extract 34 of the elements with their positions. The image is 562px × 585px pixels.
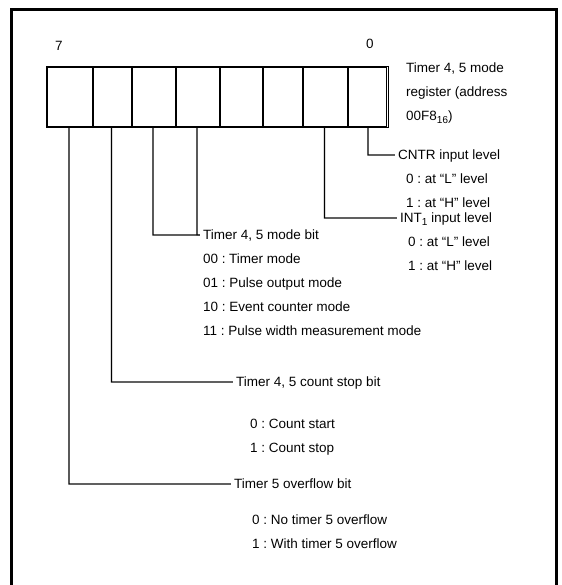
option-text: 01 : Pulse output mode	[203, 274, 342, 292]
field-title: Timer 4, 5 count stop bit	[236, 373, 380, 391]
bit-cell	[176, 67, 220, 127]
option-text: 0 : at “L” level	[408, 233, 490, 251]
option-text: 00 : Timer mode	[203, 250, 301, 268]
field-title: Timer 5 overflow bit	[234, 475, 352, 493]
bit-cell	[132, 67, 176, 127]
field-title: Timer 4, 5 mode bit	[203, 226, 319, 244]
option-text: 1 : at “H” level	[406, 194, 490, 212]
leader-line	[196, 128, 200, 236]
field-title: CNTR input level	[398, 146, 500, 164]
leader-line	[367, 128, 395, 156]
option-text: 10 : Event counter mode	[203, 298, 350, 316]
bit-cell	[348, 67, 387, 127]
leader-line	[110, 128, 233, 383]
bit-cell	[93, 67, 132, 127]
bit-cell	[220, 67, 263, 127]
leader-line	[324, 128, 397, 219]
field-title: INT$_{1}$ input level	[400, 209, 492, 230]
bit-cell	[263, 67, 303, 127]
bit-number: 0	[366, 35, 374, 53]
register-caption: Timer 4, 5 mode register (address 00F8$_{16}$)	[406, 59, 508, 128]
bit-number: 7	[55, 37, 63, 55]
leader-line	[68, 128, 231, 485]
option-text: 0 : No timer 5 overflow	[252, 511, 388, 529]
option-text: 0 : Count start	[250, 415, 335, 433]
option-text: 11 : Pulse width measurement mode	[203, 322, 422, 340]
bit-cell	[47, 67, 93, 127]
option-text: 1 : With timer 5 overflow	[252, 535, 397, 553]
bit-cell	[303, 67, 348, 127]
option-text: 1 : Count stop	[250, 439, 334, 457]
option-text: 0 : at “L” level	[406, 170, 488, 188]
option-text: 1 : at “H” level	[408, 257, 492, 275]
register-box	[46, 66, 389, 128]
